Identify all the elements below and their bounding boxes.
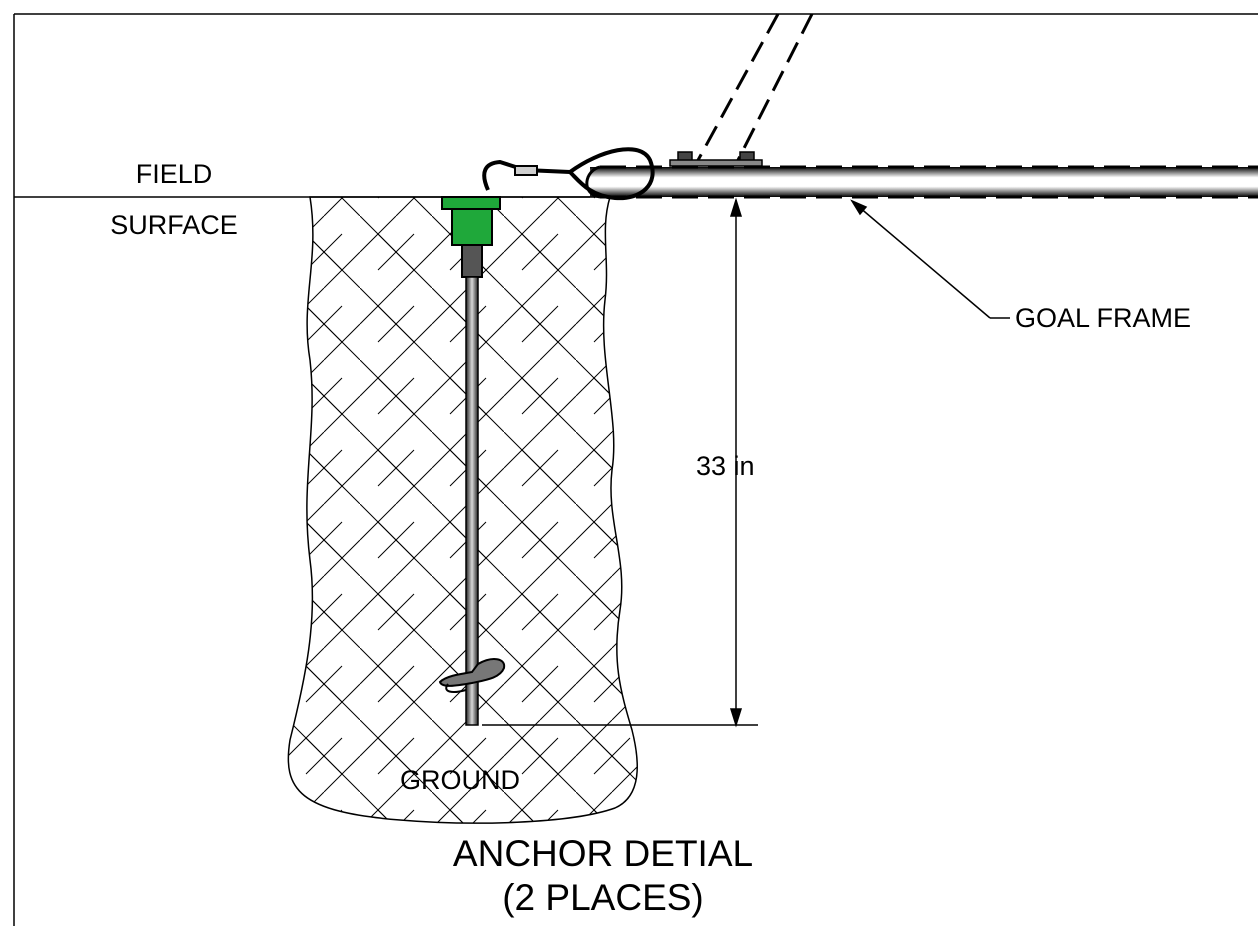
field-label: FIELD: [136, 159, 213, 189]
depth-dimension-label: 33 in: [696, 451, 755, 481]
goal-frame-dashed-outline: [600, 165, 1258, 199]
anchor-rod: [465, 276, 479, 726]
surface-label: SURFACE: [110, 210, 238, 240]
pipe-end-cap: [585, 165, 601, 199]
frame-bolts: [669, 151, 763, 167]
diagram-title: ANCHOR DETIAL: [453, 833, 753, 874]
goal-frame-upright: [695, 13, 814, 163]
goal-frame-label: GOAL FRAME: [1015, 303, 1191, 333]
goal-frame-leader: [850, 199, 1010, 319]
anchor-helix: [438, 658, 506, 693]
diagram-subtitle: (2 PLACES): [502, 877, 704, 918]
anchor-cap: [441, 196, 501, 278]
ground-label: GROUND: [400, 765, 520, 795]
anchor-cable: [482, 147, 655, 201]
ground-region: [287, 196, 638, 824]
depth-dimension: [482, 197, 758, 728]
goal-frame-pipe: [590, 167, 1258, 197]
